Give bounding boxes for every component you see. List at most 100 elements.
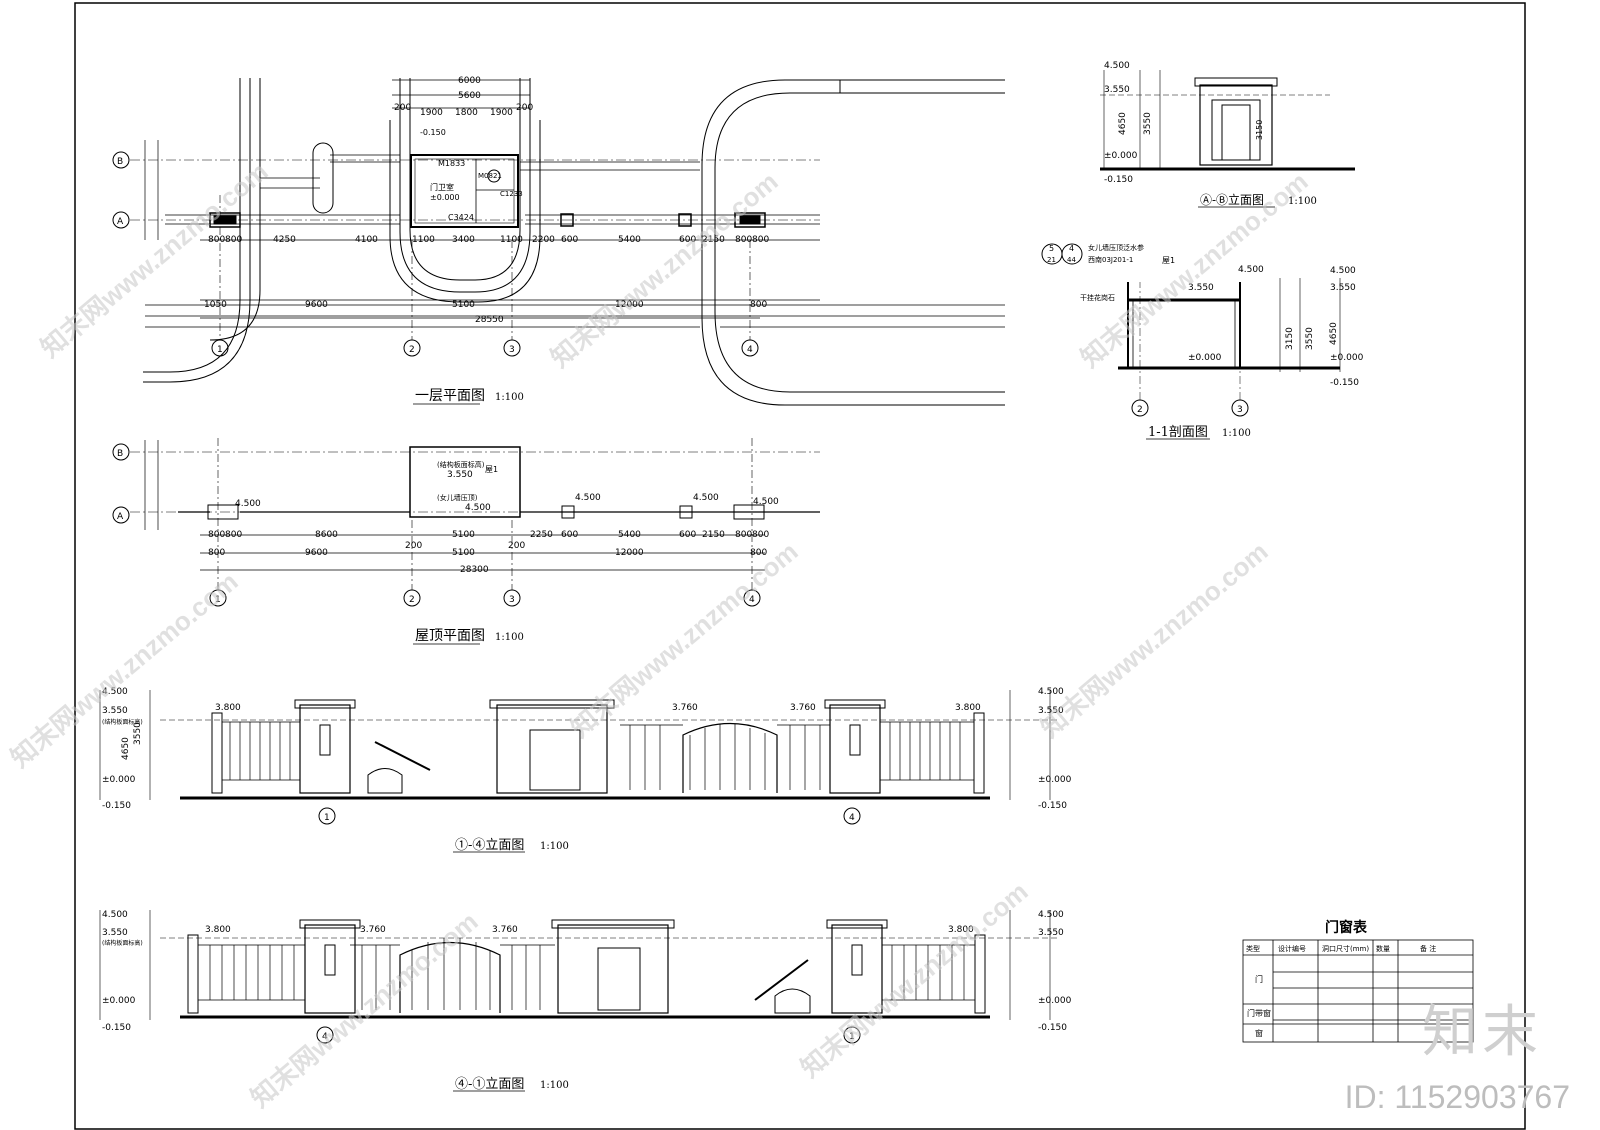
fp-row2-3: 12000 bbox=[615, 300, 644, 310]
sec-callout-r-sub: 44 bbox=[1067, 256, 1076, 264]
fp-row1-2: 4250 bbox=[273, 235, 296, 245]
e14-axis-4: 4 bbox=[849, 813, 855, 823]
eab-dim2: 4650 bbox=[1118, 112, 1128, 135]
rp-note-1: (女儿墙压顶) bbox=[437, 493, 478, 502]
e14-mid: 3.550 bbox=[102, 706, 128, 716]
title-roof-plan: 屋顶平面图 bbox=[415, 628, 485, 644]
fp-room-1: 门卫室 bbox=[430, 182, 454, 192]
rp-level-2: 4.500 bbox=[465, 503, 491, 513]
e14-zero: ±0.000 bbox=[102, 775, 136, 785]
eab-mid: 3.550 bbox=[1104, 85, 1130, 95]
e14-mark-3: 3.800 bbox=[955, 703, 981, 713]
e41-top-r: 4.500 bbox=[1038, 910, 1064, 920]
e41-axis-4: 4 bbox=[322, 1032, 328, 1042]
rp-row2-0: 800 bbox=[208, 548, 225, 558]
fp-row1-9: 5400 bbox=[618, 235, 641, 245]
rp-axis-B: B bbox=[117, 449, 123, 459]
rp-row1-10: 800 bbox=[752, 530, 769, 540]
rp-row1-3: 5100 bbox=[452, 530, 475, 540]
e41-mark-1: 3.760 bbox=[360, 925, 386, 935]
table-r1: 门带窗 bbox=[1247, 1008, 1271, 1018]
fp-room-0: M1833 bbox=[438, 159, 465, 168]
rp-level-4: 4.500 bbox=[693, 493, 719, 503]
rp-axis-A: A bbox=[117, 512, 124, 522]
e14-mark-1: 3.760 bbox=[672, 703, 698, 713]
rp-axis-2: 2 bbox=[409, 595, 415, 605]
eab-inner: 3150 bbox=[1255, 120, 1264, 140]
e41-ground: -0.150 bbox=[102, 1023, 131, 1033]
fp-row1-1: 800 bbox=[225, 235, 242, 245]
fp-axis-B: B bbox=[117, 157, 123, 167]
section-1-1 bbox=[1041, 243, 1341, 417]
table-r0: 门 bbox=[1255, 974, 1263, 984]
fp-row1-13: 800 bbox=[752, 235, 769, 245]
fp-row1-5: 3400 bbox=[452, 235, 475, 245]
fp-axis-2: 2 bbox=[409, 345, 415, 355]
title-section: 1-1剖面图 bbox=[1148, 425, 1208, 440]
elevation-a-b bbox=[1100, 70, 1355, 171]
fp-row1-11: 2150 bbox=[702, 235, 725, 245]
sec-callout-r: 4 bbox=[1069, 244, 1074, 253]
fp-axis-3: 3 bbox=[509, 345, 515, 355]
rp-row1-0: 800 bbox=[208, 530, 225, 540]
sec-lvl-1: 3.550 bbox=[1188, 283, 1214, 293]
e14-note: (结构板面标高) bbox=[102, 718, 143, 726]
sec-stone: 干挂花岗石 bbox=[1080, 293, 1115, 302]
rp-row2-6: 800 bbox=[750, 548, 767, 558]
fp-room-3: C1233 bbox=[500, 190, 523, 198]
door-window-table bbox=[1242, 939, 1474, 1043]
table-h2: 洞口尺寸(mm) bbox=[1322, 944, 1369, 953]
rp-row2-2: 200 bbox=[405, 541, 422, 551]
table-h1: 设计编号 bbox=[1278, 944, 1306, 953]
fp-row1-12: 800 bbox=[735, 235, 752, 245]
e14-axis-1: 1 bbox=[324, 813, 330, 823]
scale-section: 1:100 bbox=[1222, 428, 1251, 439]
e41-ground-r: -0.150 bbox=[1038, 1023, 1067, 1033]
image-id-label: ID: 1152903767 bbox=[1344, 1079, 1570, 1115]
fp-row2-4: 800 bbox=[750, 300, 767, 310]
eab-ground: -0.150 bbox=[1104, 175, 1133, 185]
table-h0: 类型 bbox=[1246, 944, 1260, 953]
e41-mark-3: 3.800 bbox=[948, 925, 974, 935]
rp-row1-4: 2250 bbox=[530, 530, 553, 540]
e14-mark-2: 3.760 bbox=[790, 703, 816, 713]
e41-zero-r: ±0.000 bbox=[1038, 996, 1072, 1006]
scale-floor-plan: 1:100 bbox=[495, 392, 524, 403]
sec-lvl-2: ±0.000 bbox=[1188, 353, 1222, 363]
sec-lvl-r1: 3.550 bbox=[1330, 283, 1356, 293]
fp-top-dim-5: 1900 bbox=[490, 108, 513, 118]
sec-lvl-r3: -0.150 bbox=[1330, 378, 1359, 388]
fp-top-dim-0: 6000 bbox=[458, 76, 481, 86]
scale-elev-1-4: 1:100 bbox=[540, 841, 569, 852]
fp-total: 28550 bbox=[475, 315, 504, 325]
fp-row2-2: 5100 bbox=[452, 300, 475, 310]
fp-room-5: M0821 bbox=[478, 172, 502, 180]
rp-level-5: 4.500 bbox=[753, 497, 779, 507]
rp-row1-7: 600 bbox=[679, 530, 696, 540]
e14-dim-3550: 3550 bbox=[133, 722, 143, 745]
rp-row1-9: 800 bbox=[735, 530, 752, 540]
title-floor-plan: 一层平面图 bbox=[415, 388, 485, 404]
rp-note-2: 屋1 bbox=[485, 465, 498, 474]
fp-row1-10: 600 bbox=[679, 235, 696, 245]
e41-mark-0: 3.800 bbox=[205, 925, 231, 935]
table-h3: 数量 bbox=[1376, 944, 1390, 953]
fp-top-dim-2: 200 bbox=[394, 103, 411, 113]
rp-row1-1: 800 bbox=[225, 530, 242, 540]
e41-top: 4.500 bbox=[102, 910, 128, 920]
fp-row2-0: 1050 bbox=[204, 300, 227, 310]
rp-note-0: (结构板面标高) bbox=[437, 460, 485, 469]
elevation-4-1 bbox=[99, 910, 1060, 1044]
rp-row1-2: 8600 bbox=[315, 530, 338, 540]
fp-top-dim-3: 1900 bbox=[420, 108, 443, 118]
fp-axis-A: A bbox=[117, 217, 124, 227]
fp-top-dim-6: 200 bbox=[516, 103, 533, 113]
eab-zero: ±0.000 bbox=[1104, 151, 1138, 161]
fp-row2-1: 9600 bbox=[305, 300, 328, 310]
fp-room-2: ±0.000 bbox=[430, 193, 460, 202]
e14-ground: -0.150 bbox=[102, 801, 131, 811]
sec-callout-l-sub: 21 bbox=[1047, 256, 1056, 264]
rp-axis-4: 4 bbox=[749, 595, 755, 605]
e14-mid-r: 3.550 bbox=[1038, 706, 1064, 716]
